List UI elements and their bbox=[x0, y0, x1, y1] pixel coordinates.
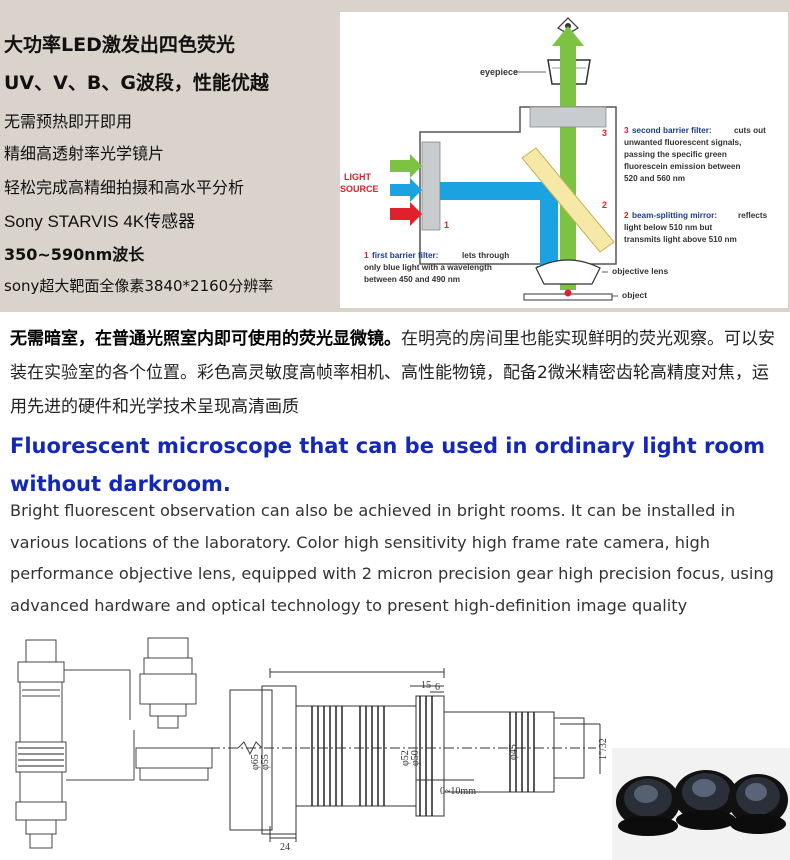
microscope-side-drawing bbox=[15, 637, 213, 849]
marker-number: 1 bbox=[444, 220, 449, 230]
svg-text:beam-splitting mirror:: beam-splitting mirror: bbox=[632, 211, 717, 220]
english-body: Bright fluorescent observation can also … bbox=[10, 501, 774, 615]
svg-text:lets through: lets through bbox=[462, 251, 509, 260]
svg-text:cuts out: cuts out bbox=[734, 126, 766, 135]
dim-label: 24 bbox=[280, 842, 290, 853]
svg-text:only blue light with a wavelen: only blue light with a wavelength bbox=[364, 263, 492, 272]
svg-text:fluorescein emission between: fluorescein emission between bbox=[624, 162, 740, 171]
marker-number: 2 bbox=[602, 200, 607, 210]
svg-text:between 450 and 490 nm: between 450 and 490 nm bbox=[364, 275, 460, 284]
first-barrier-caption: 1 first barrier filter: lets through onl… bbox=[364, 251, 509, 284]
feature-item: UV、V、B、G波段，性能优越 bbox=[4, 72, 269, 94]
intro-headline: 无需暗室，在普通光照室内即可使用的荧光显微镜。 bbox=[10, 329, 401, 349]
object-label: object bbox=[622, 290, 647, 300]
english-title: Fluorescent microscope that can be used … bbox=[10, 434, 766, 496]
dim-label: 0~10mm bbox=[440, 786, 476, 797]
second-barrier-filter bbox=[529, 106, 607, 128]
dim-label: φ65 bbox=[250, 754, 261, 770]
svg-text:reflects: reflects bbox=[738, 211, 768, 220]
svg-text:2: 2 bbox=[624, 211, 629, 220]
svg-text:passing the specific green: passing the specific green bbox=[624, 150, 727, 159]
dim-label: φ45 bbox=[508, 744, 519, 760]
feature-item: 大功率LED激发出四色荧光 bbox=[4, 34, 235, 56]
svg-text:first barrier filter:: first barrier filter: bbox=[372, 251, 438, 260]
svg-text:transmits light above 510 nm: transmits light above 510 nm bbox=[624, 235, 737, 244]
dim-label: 1"/32 bbox=[598, 738, 609, 760]
dim-label: 6 bbox=[435, 682, 440, 693]
blue-beam bbox=[440, 182, 556, 200]
objective-lens bbox=[535, 259, 601, 285]
dim-label: φ50 bbox=[410, 750, 421, 766]
feature-item: sony超大靶面全像素3840*2160分辨率 bbox=[4, 277, 274, 295]
intro-text: 在明亮的房间里也能实现鲜明的荧光观察。可以安装在实验室的各个位置。彩色高灵敏度高… bbox=[10, 329, 775, 417]
svg-text:second barrier filter:: second barrier filter: bbox=[632, 126, 712, 135]
intro-paragraph: 无需暗室，在普通光照室内即可使用的荧光显微镜。在明亮的房间里也能实现鲜明的荧光观… bbox=[10, 322, 782, 424]
marker-number: 3 bbox=[602, 128, 607, 138]
lens-dimension-drawing bbox=[210, 668, 601, 842]
dimension-labels: 15 6 24 0~10mm φ65 φ55 φ52 φ50 φ45 1"/32 bbox=[250, 680, 609, 853]
dim-label: φ52 bbox=[400, 750, 411, 766]
feature-item: 轻松完成高精细拍摄和高水平分析 bbox=[4, 178, 245, 197]
feature-item: 350~590nm波长 bbox=[4, 245, 145, 264]
eyepiece-label: eyepiece bbox=[480, 67, 518, 77]
beam-splitting-mirror bbox=[521, 147, 615, 253]
feature-item: Sony STARVIS 4K传感器 bbox=[4, 212, 196, 231]
svg-text:light below 510 nm but: light below 510 nm but bbox=[624, 223, 713, 232]
fluorescence-diagram: eyepiece LIGHT SOURCE 1 2 3 3 second bar… bbox=[340, 12, 788, 308]
first-barrier-filter bbox=[421, 141, 441, 231]
second-barrier-caption: 3 second barrier filter: cuts out unwant… bbox=[624, 126, 766, 183]
light-source-label: LIGHT bbox=[344, 172, 371, 182]
svg-text:3: 3 bbox=[624, 126, 629, 135]
green-beam bbox=[560, 42, 576, 290]
light-source-label: SOURCE bbox=[340, 184, 379, 194]
beam-splitter-caption: 2 beam-splitting mirror: reflects light … bbox=[624, 211, 768, 244]
svg-text:1: 1 bbox=[364, 251, 369, 260]
dim-label: φ55 bbox=[260, 754, 271, 770]
technical-drawings: 15 6 24 0~10mm φ65 φ55 φ52 φ50 φ45 1"/32 bbox=[15, 637, 790, 860]
dim-label: 15 bbox=[421, 680, 431, 691]
feature-item: 无需预热即开即用 bbox=[4, 112, 133, 131]
svg-text:520 and 560 nm: 520 and 560 nm bbox=[624, 174, 685, 183]
objective-lens-label: objective lens bbox=[612, 266, 668, 276]
svg-text:unwanted fluorescent signals,: unwanted fluorescent signals, bbox=[624, 138, 741, 147]
feature-item: 精细高透射率光学镜片 bbox=[4, 144, 165, 163]
lens-photo bbox=[612, 748, 790, 860]
